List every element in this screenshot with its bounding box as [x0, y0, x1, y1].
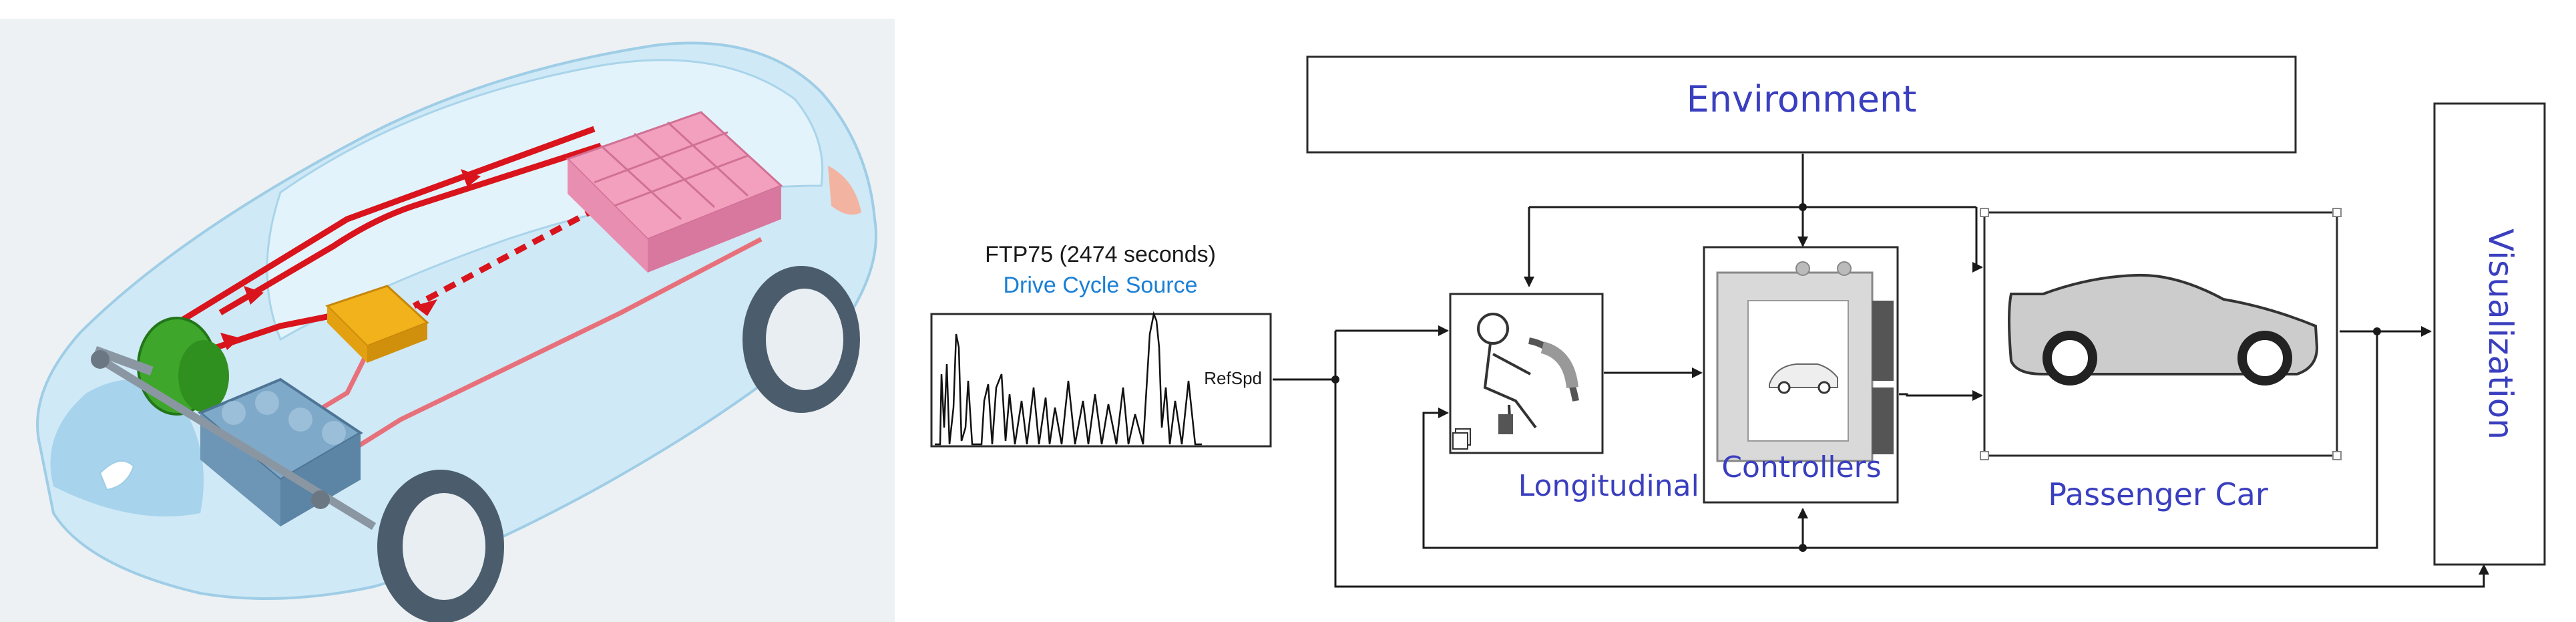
headlight — [99, 460, 135, 491]
drive-cycle-source-block[interactable]: RefSpd — [930, 311, 1272, 448]
passenger-car-block[interactable] — [1980, 208, 2342, 460]
driver-mask-icon — [1452, 432, 1468, 450]
arrowheads — [1438, 237, 2489, 575]
drive-cycle-subtitle: Drive Cycle Source — [1004, 273, 1198, 298]
hybrid-car-illustration — [0, 19, 895, 622]
rear-wheel — [742, 266, 860, 413]
refspd-port-label: RefSpd — [1204, 368, 1262, 388]
wire-refspd-to-visualization — [1334, 331, 2485, 588]
inverter-unit — [325, 285, 429, 363]
combustion-engine — [198, 377, 363, 526]
battery-pack — [566, 111, 783, 273]
ecu-module-icon — [1716, 261, 1894, 462]
longitudinal-driver-block[interactable] — [1449, 293, 1604, 454]
environment-block[interactable]: Environment — [1306, 55, 2297, 154]
front-wheel — [377, 470, 504, 622]
gear — [311, 490, 330, 509]
visualization-label: Visualization — [2481, 228, 2520, 440]
drive-cycle-trace — [935, 311, 1202, 446]
car-silhouette-icon — [2008, 273, 2319, 385]
drive-cycle-title: FTP75 (2474 seconds) — [985, 242, 1216, 267]
gear — [91, 350, 110, 369]
passenger-car-label: Passenger Car — [2048, 476, 2268, 512]
wire-controllers-to-car — [1899, 393, 1982, 397]
signal-lines — [1273, 154, 2485, 588]
power-arrows — [220, 169, 481, 350]
controllers-label: Controllers — [1721, 450, 1881, 484]
controllers-block[interactable]: Controllers — [1703, 246, 1899, 504]
line-junctions — [1331, 203, 2381, 552]
environment-label: Environment — [1687, 78, 1917, 120]
wire-car-feedback-driver — [1422, 331, 2378, 549]
driver-at-wheel-icon — [1477, 313, 1579, 435]
visualization-block[interactable]: Visualization — [2433, 102, 2546, 566]
